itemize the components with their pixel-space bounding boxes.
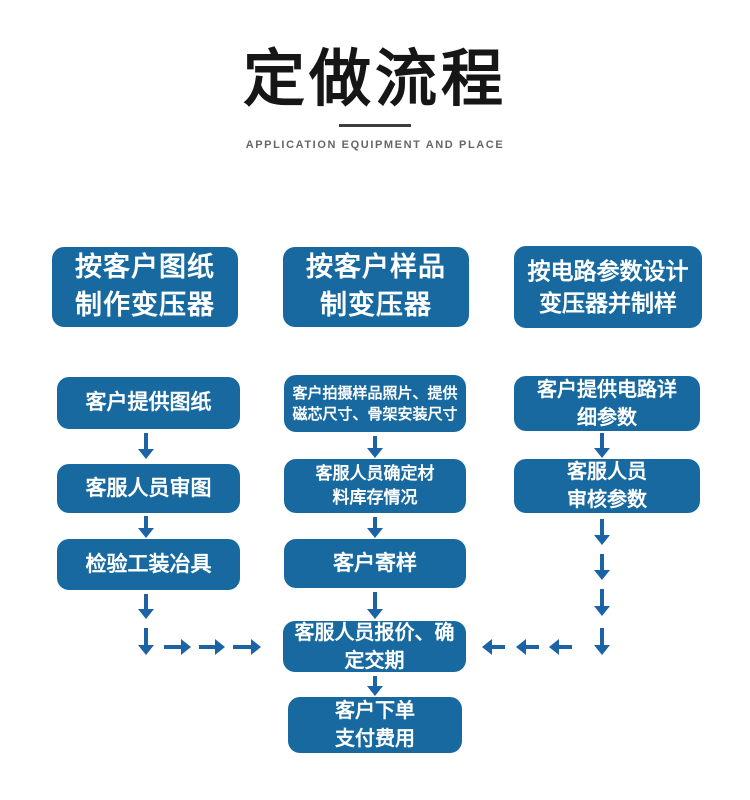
flow-arrow-down-icon: [594, 519, 610, 545]
flow-arrow-down-icon: [367, 676, 383, 696]
page-subtitle: APPLICATION EQUIPMENT AND PLACE: [245, 139, 505, 152]
flow-arrow-down-icon: [367, 436, 383, 458]
title-block: 定做流程 APPLICATION EQUIPMENT AND PLACE: [0, 45, 750, 152]
flow-arrow-down-icon: [138, 594, 154, 619]
page-title: 定做流程: [242, 45, 507, 114]
flow-arrow-left-icon: [516, 639, 539, 655]
flow-arrow-left-icon: [549, 639, 572, 655]
flow-arrow-down-icon: [594, 433, 610, 458]
flow-arrow-down-icon: [138, 516, 154, 538]
flow-arrow-right-icon: [233, 639, 261, 655]
step-customer-provide-parameters: 客户提供电路详 细参数: [514, 376, 700, 431]
step-inspect-tooling: 检验工装冶具: [57, 539, 240, 590]
flow-arrow-right-icon: [164, 639, 191, 655]
flow-header-make-by-sample: 按客户样品 制变压器: [283, 247, 469, 327]
flow-arrow-down-icon: [138, 433, 154, 459]
title-divider: [339, 124, 411, 128]
flow-arrow-left-icon: [482, 639, 505, 655]
flow-arrow-down-icon: [594, 589, 610, 616]
step-customer-send-sample: 客户寄样: [284, 539, 466, 588]
step-order-and-pay: 客户下单 支付费用: [288, 697, 462, 753]
step-customer-provide-drawing: 客户提供图纸: [57, 377, 240, 429]
step-service-check-inventory: 客服人员确定材 料库存情况: [284, 459, 466, 513]
flow-arrow-down-icon: [594, 628, 610, 655]
flow-arrow-down-icon: [138, 628, 154, 655]
step-quote-and-delivery: 客服人员报价、确 定交期: [283, 621, 466, 672]
flow-header-make-by-drawing: 按客户图纸 制作变压器: [52, 247, 238, 327]
flow-header-design-by-parameters: 按电路参数设计 变压器并制样: [514, 246, 702, 328]
flow-arrow-down-icon: [367, 517, 383, 538]
flow-arrow-down-icon: [367, 592, 383, 619]
step-service-review-drawing: 客服人员审图: [57, 464, 240, 513]
flow-arrow-right-icon: [199, 639, 225, 655]
flow-arrow-down-icon: [594, 554, 610, 580]
step-service-review-parameters: 客服人员 审核参数: [514, 459, 700, 513]
step-customer-photo-sample: 客户拍摄样品照片、提供 磁芯尺寸、骨架安装尺寸: [284, 375, 466, 432]
